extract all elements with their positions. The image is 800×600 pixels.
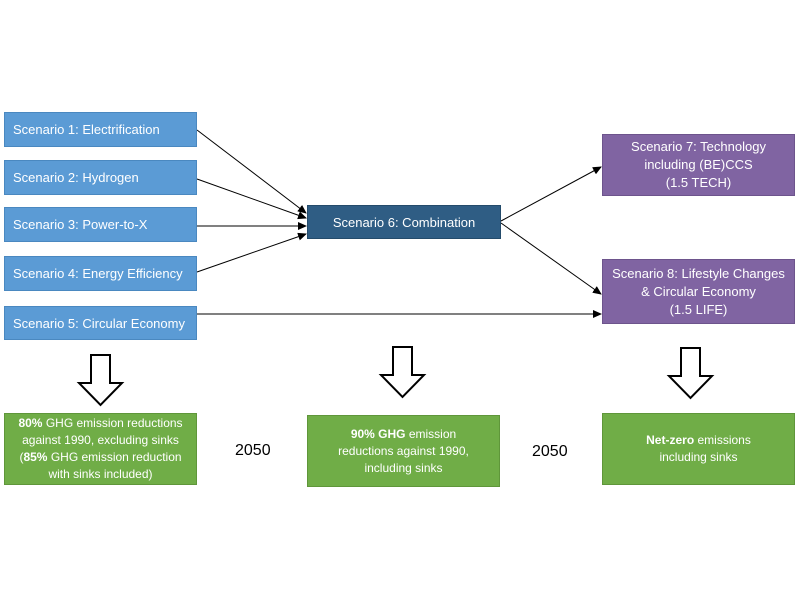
outcome-center-line-2: reductions against 1990,	[338, 443, 469, 458]
scenario-8-line-1: Scenario 8: Lifestyle Changes	[612, 265, 785, 281]
scenario-7-line-1: Scenario 7: Technology	[631, 139, 766, 154]
scenario-3-box: Scenario 3: Power-to-X	[4, 207, 197, 242]
scenario-5-box: Scenario 5: Circular Economy	[4, 306, 197, 340]
scenario-1-label: Scenario 1: Electrification	[13, 122, 160, 137]
scenario-7-line-3: (1.5 TECH)	[665, 175, 732, 190]
outcome-center-line-3: including sinks	[364, 460, 443, 475]
outcome-center-box: 90% GHG emission reductions against 1990…	[307, 415, 500, 487]
outcome-right-box: Net-zero emissions including sinks	[602, 413, 795, 485]
outcome-right-line-2: including sinks	[659, 450, 738, 464]
outcome-left-line-2: against 1990, excluding sinks	[22, 433, 179, 447]
outcome-left-line-3: (85% GHG emission reduction	[19, 450, 182, 464]
arrow-s6-to-s7	[500, 166, 602, 222]
outcome-left-line-4: with sinks included)	[48, 467, 153, 481]
scenario-6-label: Scenario 6: Combination	[332, 214, 476, 230]
year-label-right: 2050	[532, 443, 568, 460]
arrow-s4-to-s6	[196, 232, 307, 273]
down-arrow-right-icon	[666, 347, 715, 400]
outcome-center-line-1: 90% GHG emission	[350, 426, 457, 441]
scenario-7-line-2: including (BE)CCS	[644, 157, 753, 172]
scenario-8-line-3: (1.5 LIFE)	[669, 301, 728, 317]
scenario-6-box: Scenario 6: Combination	[307, 205, 501, 239]
arrow-s2-to-s6	[196, 178, 307, 220]
scenario-8-box: Scenario 8: Lifestyle Changes & Circular…	[602, 259, 795, 324]
scenario-4-label: Scenario 4: Energy Efficiency	[13, 266, 183, 281]
year-label-left: 2050	[235, 442, 271, 459]
scenario-8-line-2: & Circular Economy	[641, 283, 756, 299]
down-arrow-left-icon	[76, 354, 125, 407]
down-arrow-center-icon	[378, 346, 427, 399]
scenario-3-label: Scenario 3: Power-to-X	[13, 217, 148, 232]
arrow-s1-to-s6	[196, 129, 307, 214]
scenario-2-box: Scenario 2: Hydrogen	[4, 160, 197, 195]
scenario-7-box: Scenario 7: Technology including (BE)CCS…	[602, 134, 795, 196]
outcome-right-line-1: Net-zero emissions	[646, 433, 751, 447]
scenario-2-label: Scenario 2: Hydrogen	[13, 170, 139, 185]
scenario-4-box: Scenario 4: Energy Efficiency	[4, 256, 197, 291]
arrow-s6-to-s8	[500, 222, 602, 295]
scenario-1-box: Scenario 1: Electrification	[4, 112, 197, 147]
outcome-left-line-1: 80% GHG emission reductions	[18, 416, 183, 430]
outcome-left-box: 80% GHG emission reductions against 1990…	[4, 413, 197, 485]
scenario-5-label: Scenario 5: Circular Economy	[13, 315, 185, 331]
